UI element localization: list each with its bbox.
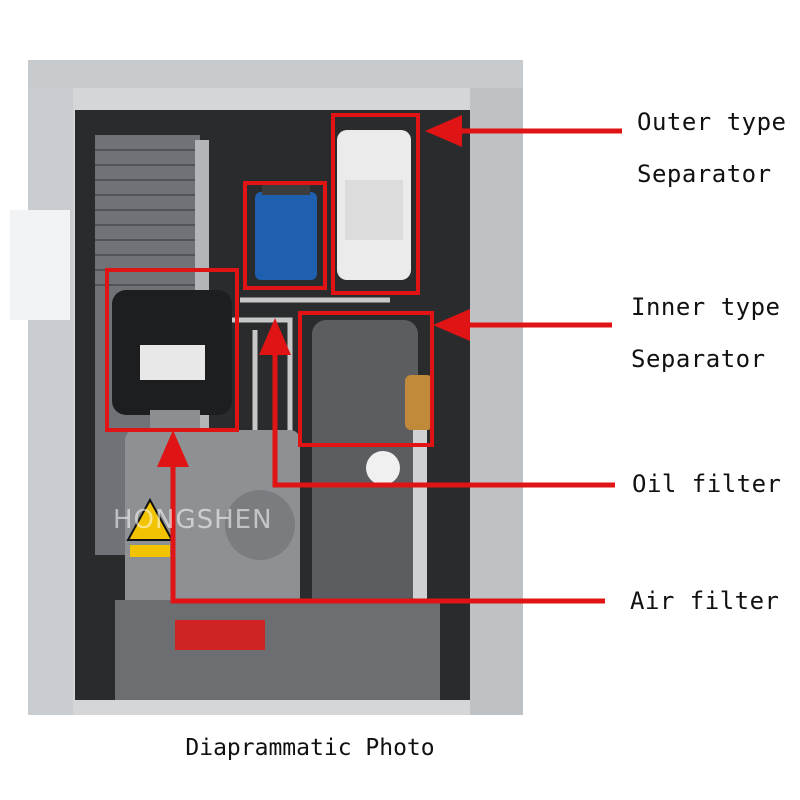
label-inner-separator-line1: Inner type [631, 293, 781, 321]
label-outer-separator-line1: Outer type [637, 108, 787, 136]
label-air-filter: Air filter [630, 587, 780, 615]
air-filter-part [112, 290, 232, 440]
cabinet-door [28, 88, 73, 715]
label-outer-separator-line2: Separator [637, 160, 772, 188]
air-filter-highlight [105, 268, 239, 432]
watermark-text: HONGSHEN [113, 505, 273, 535]
outer-separator-part [337, 130, 411, 280]
oil-filter-arrow [272, 345, 615, 488]
label-inner-separator-line2: Separator [631, 345, 766, 373]
label-oil-filter: Oil filter [632, 470, 782, 498]
oil-filter-part [255, 185, 317, 280]
inner-separator-part [312, 320, 433, 610]
oil-filter-highlight [243, 181, 327, 290]
motor-block [125, 430, 300, 610]
outer-separator-highlight [331, 113, 420, 295]
photo-caption: Diaprammatic Photo [185, 735, 435, 761]
air-filter-arrow [170, 458, 605, 604]
inner-separator-highlight [298, 311, 434, 447]
